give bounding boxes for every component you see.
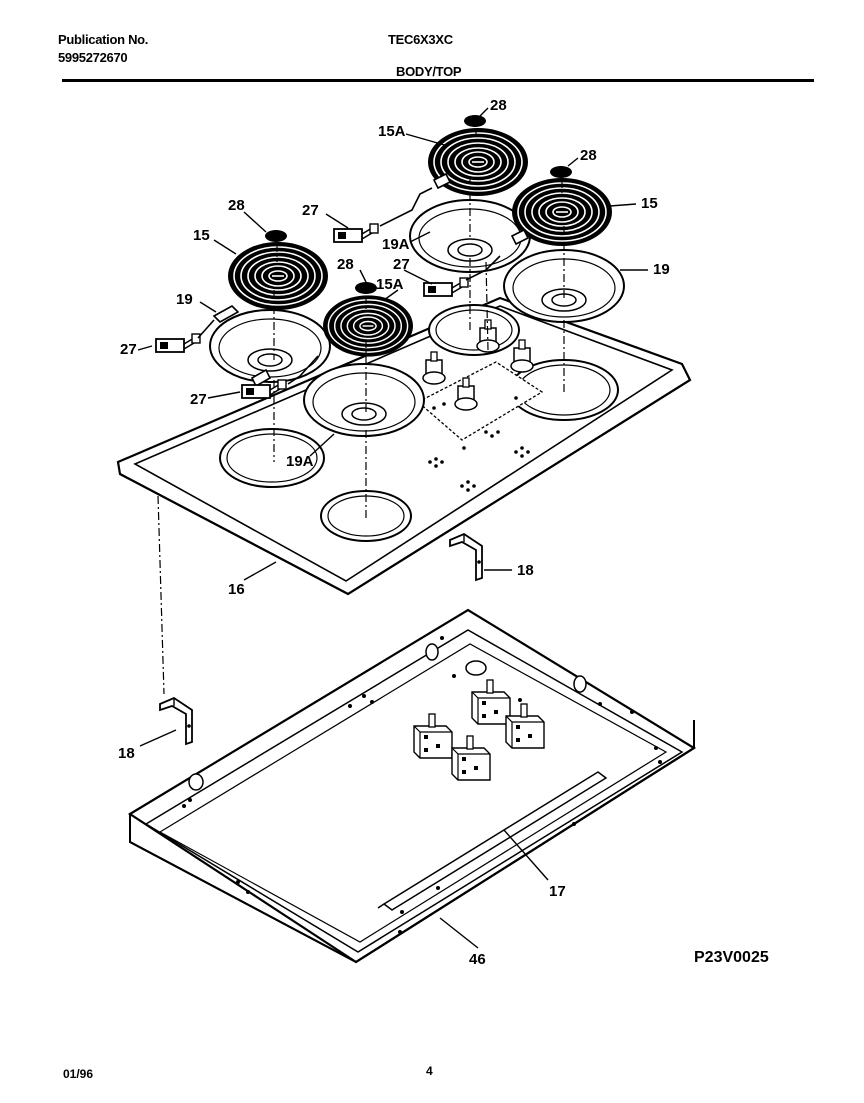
callout-19-left: 19 [176,291,193,308]
callout-28-top: 28 [490,97,507,114]
callout-28-right: 28 [580,147,597,164]
callout-27-lower: 27 [190,391,207,408]
drip-bowl-19-left [209,309,331,383]
surface-element-15-left [227,241,329,311]
callout-28-left: 28 [228,197,245,214]
receptacle-27-mid [423,277,469,297]
model-number: TEC6X3XC [388,32,453,47]
publication-number: 5995272670 [58,50,128,65]
element-cap-28 [265,115,572,294]
callout-15a-top: 15A [378,123,406,140]
callout-15a-mid: 15A [376,276,404,293]
footer-date: 01/96 [63,1067,94,1081]
callout-28-mid: 28 [337,256,354,273]
diagram-code: P23V0025 [694,949,769,966]
callout-19-right: 19 [653,261,670,278]
surface-element-15a-mid [322,294,414,358]
mounting-bracket-18-right [449,533,483,581]
callout-18-left: 18 [118,745,135,762]
callout-19a-lower: 19A [286,453,314,470]
mounting-bracket-18-left [159,697,193,745]
page-number: 4 [426,1064,433,1078]
callout-17: 17 [549,883,566,900]
section-title: BODY/TOP [396,64,462,79]
callout-18-right: 18 [517,562,534,579]
header-rule [62,79,814,82]
callout-27-upper: 27 [302,202,319,219]
drip-bowl-19a-lower [303,363,425,437]
cooktop-top-panel [116,296,692,596]
callout-15-left: 15 [193,227,210,244]
callout-27-mid: 27 [393,256,410,273]
callout-27-left: 27 [120,341,137,358]
callout-19a-upper: 19A [382,236,410,253]
burner-box-46 [127,608,697,964]
callout-16: 16 [228,581,245,598]
callout-15-right: 15 [641,195,658,212]
receptacle-27-left [155,333,201,353]
publication-label: Publication No. [58,32,149,47]
callout-46: 46 [469,951,486,968]
receptacle-27-upper [333,223,379,243]
leader-lines [137,107,648,949]
